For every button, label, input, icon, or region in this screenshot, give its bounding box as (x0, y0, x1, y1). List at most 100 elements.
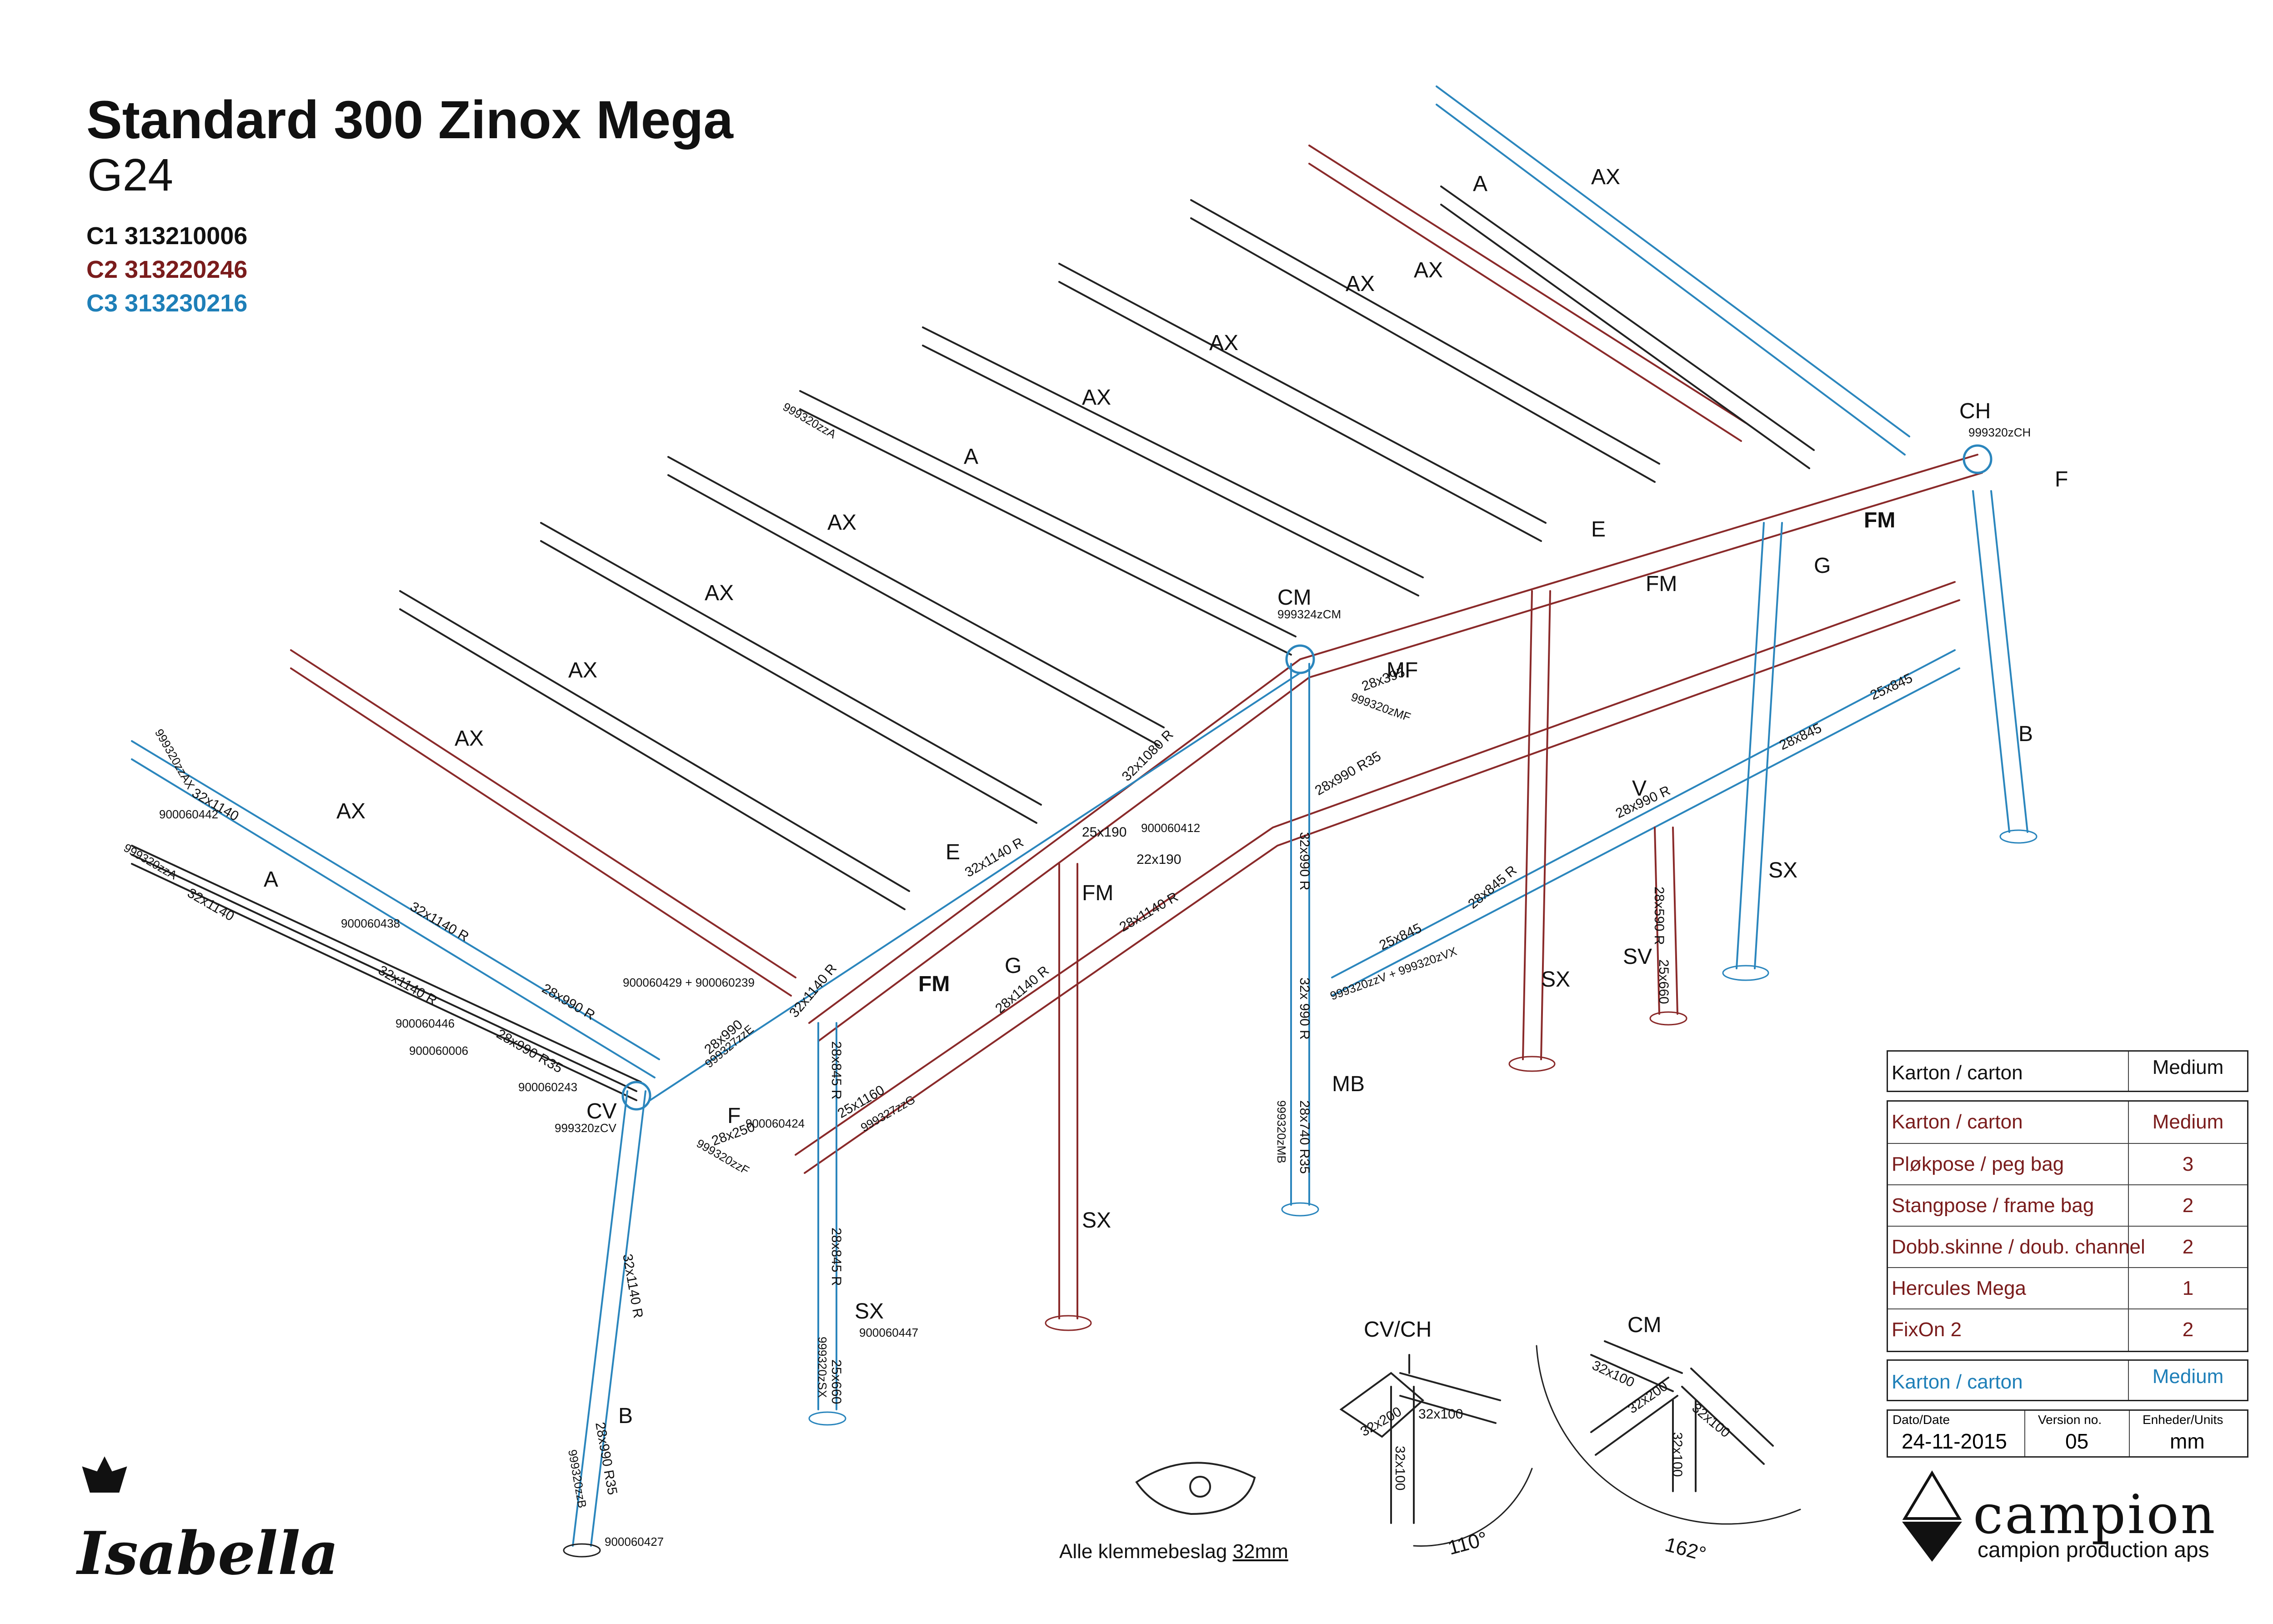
parts-row: Stangpose / frame bag 2 (1888, 1184, 2247, 1217)
rafter-4-tube (540, 522, 1042, 824)
dim-30: 28x845 R (829, 1228, 844, 1286)
rafter-3-tube (399, 590, 910, 910)
rafter-6-tube (799, 390, 1297, 656)
pn-23: 999320zzB (566, 1449, 589, 1509)
dim-19: 28x845 (1777, 721, 1824, 753)
version-value: 05 (2065, 1429, 2089, 1453)
dim-27: 28x590 R (1652, 887, 1667, 945)
carton-box-c3: Karton / carton Medium (1887, 1359, 2248, 1401)
dim-31: 25x660 (829, 1359, 844, 1404)
pn-21: 999320zSX (816, 1337, 829, 1398)
parts-row: Hercules Mega 1 (1888, 1267, 2247, 1299)
pn-19: 999320zCH (1968, 426, 2031, 439)
dim-16: 28x395 (1360, 665, 1407, 694)
label-ax-4: AX (1209, 331, 1238, 355)
pn-17: 999320zMF (1349, 690, 1412, 724)
date-value: 24-11-2015 (1902, 1429, 2007, 1453)
dim-20: 25x845 (1868, 671, 1915, 703)
clamp-caption: Alle klemmebeslag 32mm (1059, 1540, 1288, 1563)
label-ax-7: AX (705, 581, 734, 605)
pn-3: 900060442 (159, 807, 218, 821)
upright-mb (1290, 663, 1310, 1206)
pn-18: 999320zzV + 999320zVX (1328, 944, 1459, 1003)
version-label: Version no. (2038, 1413, 2102, 1427)
parts-list-c2: Karton / carton Medium Pløkpose / peg ba… (1887, 1100, 2248, 1352)
label-ax-5: AX (1082, 386, 1111, 410)
parts-row-value: 2 (2182, 1194, 2194, 1217)
carton-c3-value: Medium (2152, 1365, 2224, 1388)
corner-connectors (621, 444, 1993, 1111)
label-f-2: F (727, 1104, 741, 1128)
label-e-2: E (946, 840, 960, 864)
dim-40: 32x100 (1392, 1446, 1407, 1490)
parts-row-label: FixOn 2 (1892, 1318, 1962, 1341)
cm-detail (1536, 1340, 1801, 1525)
dim-28: 25x660 (1656, 959, 1671, 1004)
parts-row-value: 1 (2182, 1277, 2194, 1299)
carton-c1-value: Medium (2152, 1056, 2224, 1078)
label-sx-1: SX (1768, 858, 1797, 882)
upright-sx-2 (1058, 863, 1078, 1319)
label-fm-3: FM (1082, 881, 1113, 905)
carton-box-c1: Karton / carton Medium (1887, 1050, 2248, 1092)
dim-4: 28x990 R (540, 981, 598, 1023)
rafter-13-tube (1436, 85, 1910, 456)
rafter-1 (131, 854, 637, 1092)
label-cm-detail: CM (1627, 1313, 1662, 1337)
pn-10: 900060424 (746, 1117, 805, 1130)
label-g-1: G (1814, 554, 1831, 578)
parts-row: Dobb.skinne / doub. channel 2 (1888, 1226, 2247, 1258)
label-sx-2: SX (1541, 967, 1570, 992)
pn-15: 900060412 (1141, 821, 1200, 835)
label-ax-8: AX (568, 658, 597, 682)
pn-20: 900060447 (859, 1326, 918, 1339)
label-b-1: B (2018, 722, 2033, 746)
label-e-1: E (1591, 517, 1606, 541)
label-fm-1: FM (1864, 508, 1895, 532)
angle-162: 162° (1662, 1533, 1708, 1565)
v-bar (1331, 649, 1960, 997)
cv-ch-detail (1339, 1354, 1533, 1547)
dim-32: 32x1140 R (620, 1253, 646, 1319)
dim-22: 28x845 R (1465, 863, 1520, 912)
label-ax-3: AX (1346, 272, 1375, 296)
label-b-2: B (618, 1404, 633, 1428)
label-ax-10: AX (336, 799, 365, 823)
campion-logo: campion (1973, 1483, 2217, 1546)
roof-rafters (131, 85, 1910, 1101)
label-ax-2: AX (1414, 258, 1443, 282)
dim-9: 25x190 (1082, 825, 1126, 840)
label-mb: MB (1332, 1072, 1365, 1096)
rafter-8-tube (1058, 263, 1547, 542)
parts-row-label: Dobb.skinne / doub. channel (1892, 1236, 2145, 1258)
dimension-label-group: 32x1140 32x1140 32x1140 R 28x990 R 32x11… (185, 665, 1915, 1565)
page-title: Standard 300 Zinox Mega (86, 90, 733, 150)
upright-b-left (572, 1090, 646, 1547)
dim-25: 32x 990 R (1297, 977, 1312, 1040)
pn-7: 900060006 (409, 1044, 468, 1058)
rafter-12-tube (131, 740, 660, 1078)
parts-row-label: Karton / carton (1892, 1111, 2023, 1133)
rafter-10-tube (1308, 145, 1747, 442)
parts-row-value: Medium (2152, 1111, 2224, 1133)
carton-c1-label: Karton / carton (1892, 1062, 2023, 1084)
dim-38: 32x200 (1358, 1404, 1404, 1439)
label-sx-4: SX (855, 1299, 884, 1323)
label-cm: CM (1277, 586, 1312, 610)
color-code-c3: C3 313230216 (86, 290, 248, 317)
dim-29: 28x845 R (829, 1041, 844, 1099)
clamp-size: 32mm (1232, 1540, 1288, 1563)
pn-16: 999324zCM (1277, 607, 1341, 621)
pn-9: 999320zCV (555, 1121, 617, 1135)
parts-row-label: Stangpose / frame bag (1892, 1194, 2094, 1217)
clamp-illustration (1135, 1462, 1256, 1515)
parts-row: FixOn 2 2 (1888, 1308, 2247, 1341)
ridge-bars (649, 454, 1983, 1174)
label-cvch-detail: CV/CH (1364, 1318, 1432, 1342)
dim-13: 32x1140 R (786, 961, 840, 1021)
pn-2: 999320zzAX (152, 727, 198, 792)
rafter-5-tube (667, 456, 1165, 747)
upright-sx-1 (817, 1022, 837, 1410)
label-v: V (1632, 777, 1647, 801)
campion-triangle (1902, 1470, 1962, 1562)
